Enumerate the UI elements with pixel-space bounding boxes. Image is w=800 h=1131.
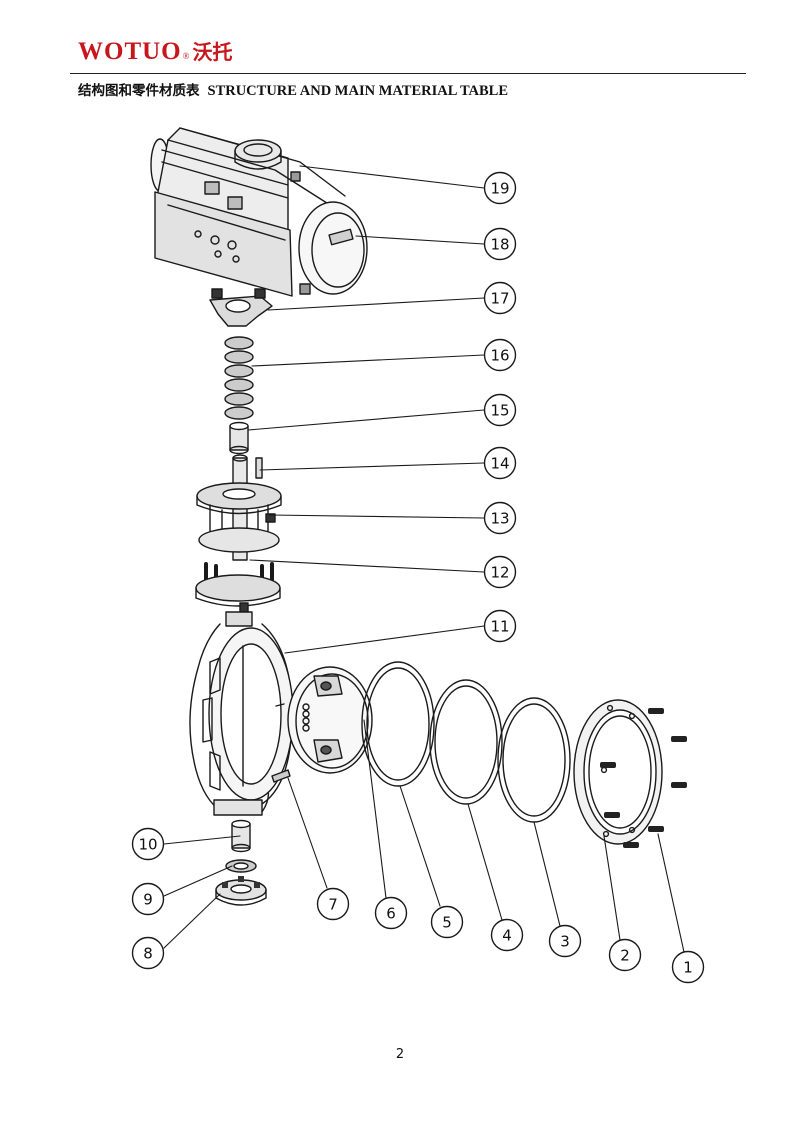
callout-4-label: 4	[502, 927, 512, 945]
bottom-cover	[215, 876, 267, 906]
callout-18: 18	[483, 227, 517, 261]
leader-lines	[163, 165, 685, 953]
pneumatic-actuator	[150, 127, 368, 297]
callout-8: 8	[131, 936, 165, 970]
callout-17-label: 17	[490, 290, 509, 308]
brand-name-latin: WOTUO	[78, 38, 182, 65]
callout-7-label: 7	[328, 896, 338, 914]
brand-logo: WOTUO ® 沃托	[78, 36, 232, 66]
brand-name-chinese: 沃托	[192, 40, 233, 64]
callout-13-label: 13	[490, 510, 509, 528]
mounting-bracket	[209, 288, 273, 327]
callout-2-label: 2	[620, 947, 630, 965]
valve-disc	[287, 666, 373, 774]
seal-ring-3	[497, 697, 571, 823]
callout-2: 2	[608, 938, 642, 972]
callout-10: 10	[131, 827, 165, 861]
disc-pin	[271, 769, 291, 783]
callout-17: 17	[483, 281, 517, 315]
registered-mark: ®	[182, 51, 190, 61]
callout-8-label: 8	[143, 945, 153, 963]
lower-bushing	[231, 819, 251, 853]
callout-9-label: 9	[143, 891, 153, 909]
callout-15-label: 15	[490, 402, 509, 420]
callout-14-label: 14	[490, 455, 509, 473]
callout-5: 5	[430, 905, 464, 939]
callout-19-label: 19	[490, 180, 509, 198]
callout-1-label: 1	[683, 959, 693, 977]
callout-16: 16	[483, 338, 517, 372]
callout-6: 6	[374, 896, 408, 930]
callout-3-label: 3	[560, 933, 570, 951]
callout-11: 11	[483, 609, 517, 643]
upper-bushing	[229, 421, 249, 455]
packing-ring-stack	[224, 336, 254, 420]
callout-14: 14	[483, 446, 517, 480]
retaining-flange	[573, 699, 663, 845]
callout-4: 4	[490, 918, 524, 952]
callout-6-label: 6	[386, 905, 396, 923]
callout-3: 3	[548, 924, 582, 958]
seal-ring-5	[361, 661, 435, 787]
callout-16-label: 16	[490, 347, 509, 365]
lower-washer	[225, 859, 257, 873]
page-number: 2	[395, 1047, 405, 1062]
stem-and-bracket-assembly	[195, 454, 282, 613]
callout-13: 13	[483, 501, 517, 535]
page-title: 结构图和零件材质表 STRUCTURE AND MAIN MATERIAL TAB…	[78, 79, 508, 100]
callout-9: 9	[131, 882, 165, 916]
callout-19: 19	[483, 171, 517, 205]
callout-18-label: 18	[490, 236, 509, 254]
valve-body	[189, 611, 294, 816]
page-title-chinese: 结构图和零件材质表	[78, 83, 200, 99]
callout-15: 15	[483, 393, 517, 427]
callout-1: 1	[671, 950, 705, 984]
seal-ring-4	[429, 679, 503, 805]
page-title-english: STRUCTURE AND MAIN MATERIAL TABLE	[207, 83, 509, 99]
callout-12-label: 12	[490, 564, 509, 582]
header-rule	[70, 73, 746, 74]
callout-12: 12	[483, 555, 517, 589]
callout-7: 7	[316, 887, 350, 921]
flange-bolts	[600, 708, 687, 848]
callout-11-label: 11	[490, 618, 509, 636]
callout-10-label: 10	[138, 836, 157, 854]
callout-5-label: 5	[442, 914, 452, 932]
